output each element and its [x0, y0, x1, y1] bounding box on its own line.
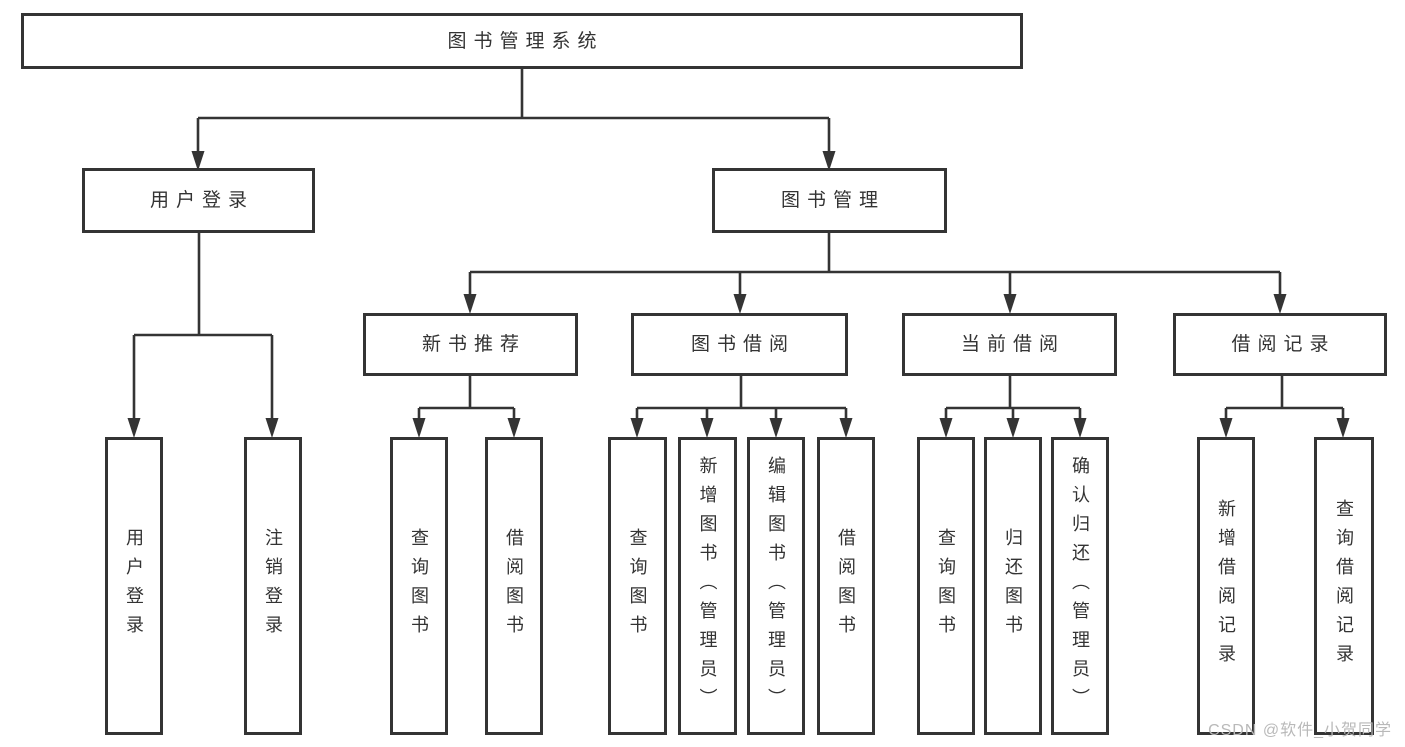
node-label: 图书管理 — [780, 190, 885, 211]
node-label: 查询图书 — [627, 528, 648, 644]
node-label: 新增借阅记录 — [1216, 499, 1236, 673]
node-label: 新书推荐 — [421, 334, 526, 355]
node-user-login: 用户登录 — [82, 168, 315, 233]
node-return-books: 归还图书 — [984, 437, 1042, 735]
node-label: 注销登录 — [263, 528, 283, 644]
node-label: 新增图书（管理员） — [697, 455, 718, 717]
node-label: 归还图书 — [1003, 528, 1023, 644]
node-label: 借阅图书 — [504, 528, 524, 644]
node-borrowing-records: 借阅记录 — [1173, 313, 1387, 376]
node-label: 借阅记录 — [1231, 334, 1336, 355]
node-label: 查询图书 — [409, 528, 429, 644]
watermark: CSDN @软件_小贺同学 — [1208, 722, 1392, 739]
node-label: 查询借阅记录 — [1334, 499, 1354, 673]
node-query-books-borrowing: 查询图书 — [608, 437, 667, 735]
node-label: 借阅图书 — [836, 528, 856, 644]
node-query-books-current: 查询图书 — [917, 437, 975, 735]
node-label: 图书借阅 — [690, 334, 795, 355]
node-book-management: 图书管理 — [712, 168, 947, 233]
node-library-management-system: 图书管理系统 — [21, 13, 1023, 69]
node-label: 确认归还（管理员） — [1070, 455, 1090, 717]
node-label: 图书管理系统 — [447, 30, 604, 52]
node-borrow-books-borrowing: 借阅图书 — [817, 437, 875, 735]
node-label: 查询图书 — [936, 528, 956, 644]
node-add-books-admin: 新增图书（管理员） — [678, 437, 737, 735]
node-query-borrow-record: 查询借阅记录 — [1314, 437, 1374, 735]
node-query-books-recommend: 查询图书 — [390, 437, 448, 735]
node-confirm-return-admin: 确认归还（管理员） — [1051, 437, 1109, 735]
node-current-borrowing: 当前借阅 — [902, 313, 1117, 376]
node-new-book-recommendation: 新书推荐 — [363, 313, 578, 376]
node-user-login-leaf: 用户登录 — [105, 437, 163, 735]
node-label: 用户登录 — [124, 528, 144, 644]
node-label: 当前借阅 — [960, 334, 1065, 355]
node-borrow-books-recommend: 借阅图书 — [485, 437, 543, 735]
node-label: 编辑图书（管理员） — [766, 455, 786, 717]
node-book-borrowing: 图书借阅 — [631, 313, 848, 376]
node-label: 用户登录 — [149, 190, 254, 211]
node-logout: 注销登录 — [244, 437, 302, 735]
node-edit-books-admin: 编辑图书（管理员） — [747, 437, 805, 735]
node-add-borrow-record: 新增借阅记录 — [1197, 437, 1255, 735]
